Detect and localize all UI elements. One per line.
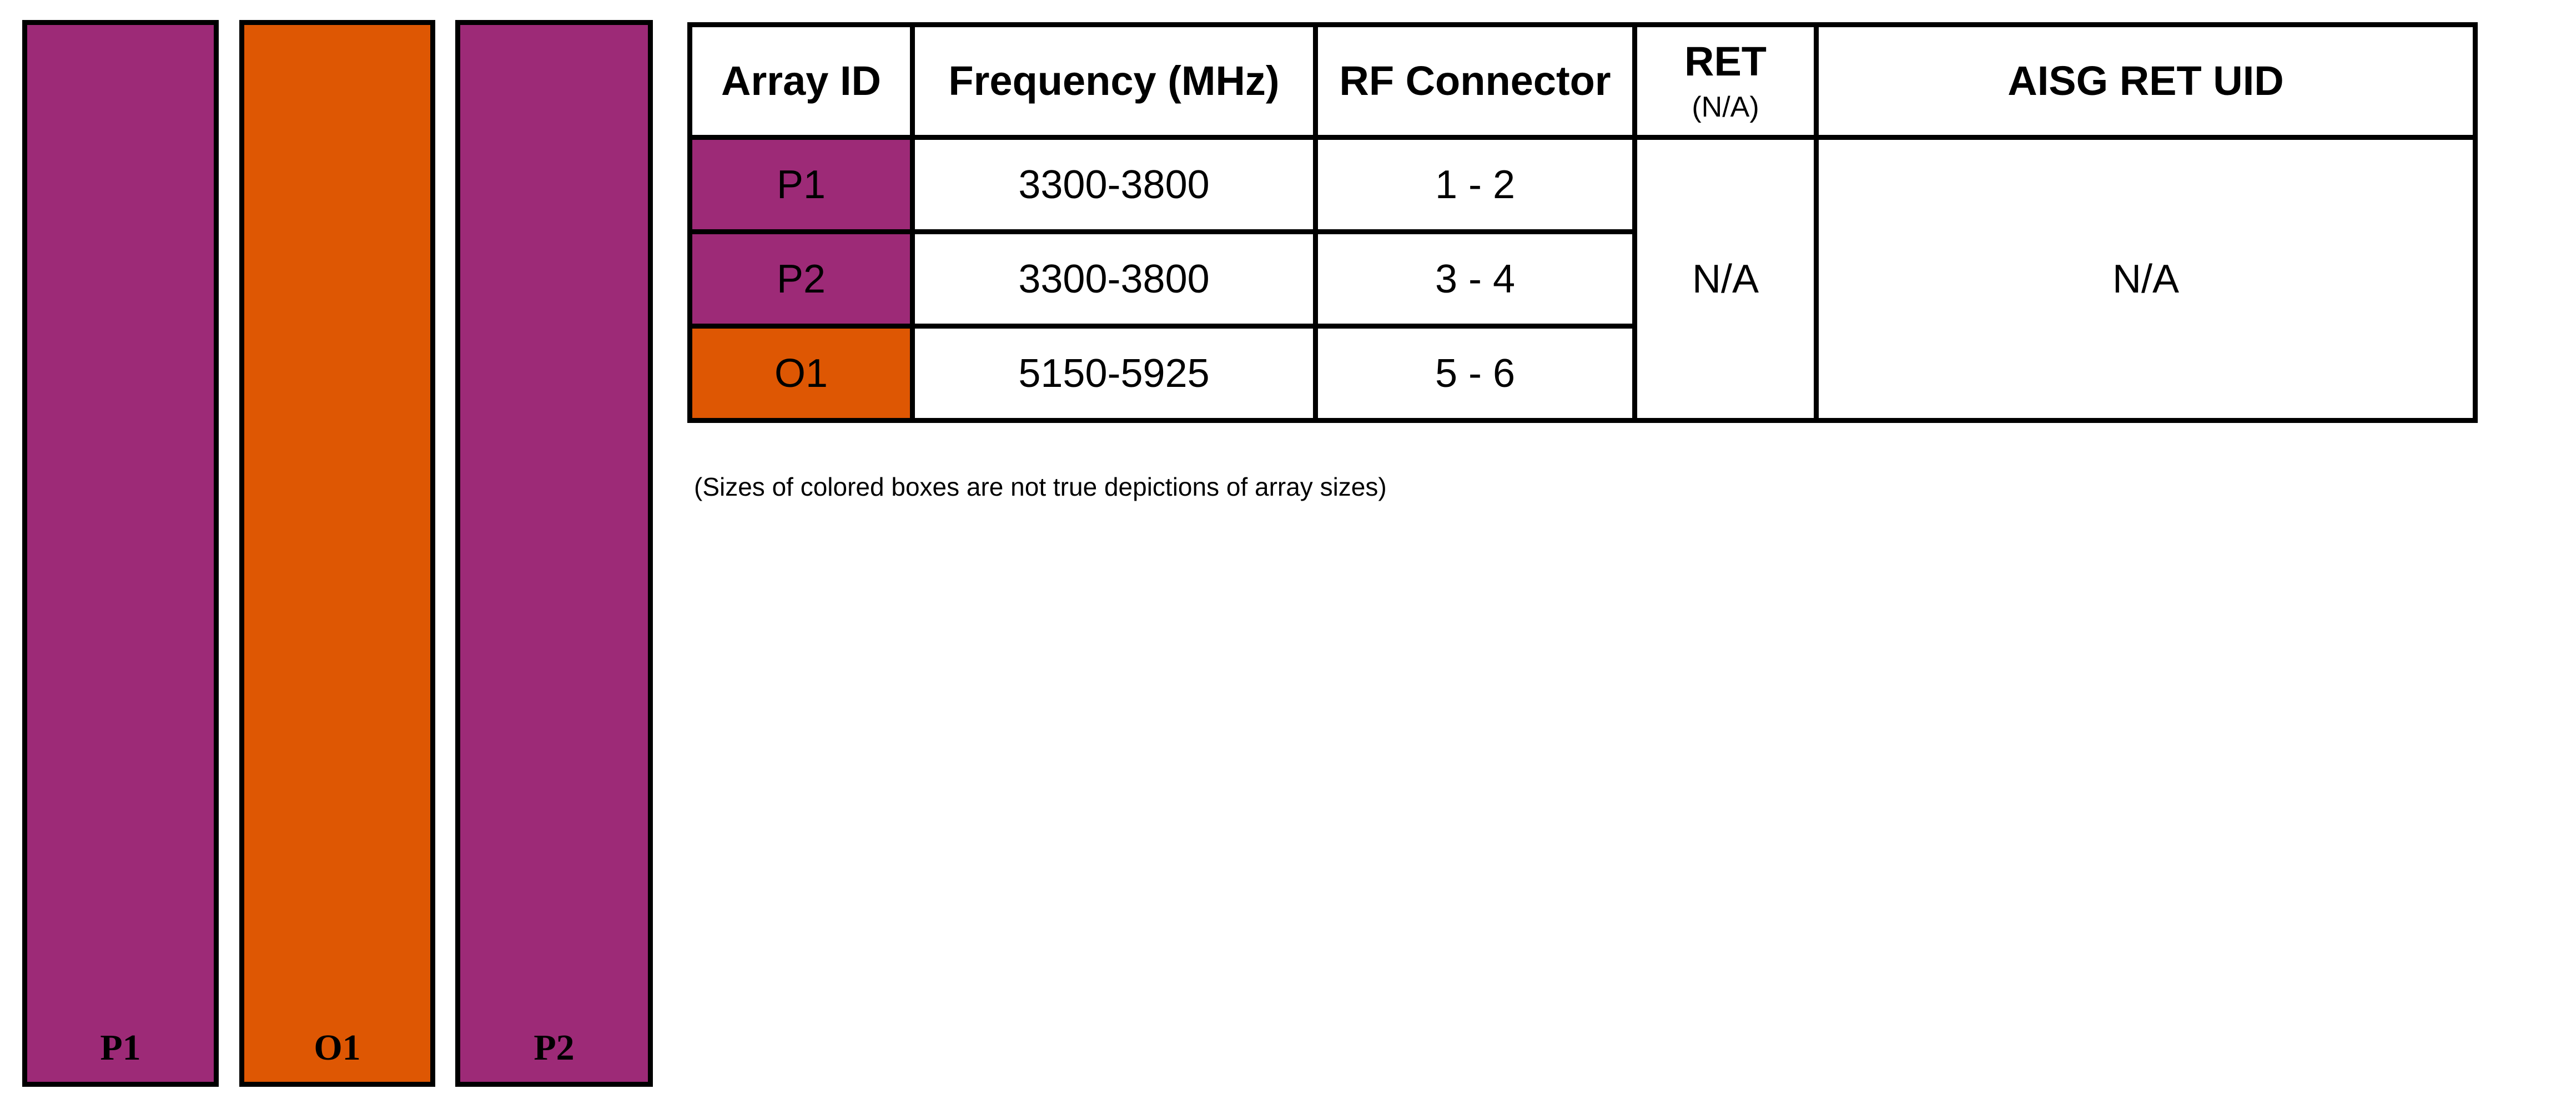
array-box-p1: P1: [22, 20, 219, 1087]
cell-frequency-o1: 5150-5925: [910, 324, 1318, 423]
cell-frequency-p2: 3300-3800: [910, 229, 1318, 329]
cell-ret-merged: N/A: [1632, 135, 1819, 423]
cell-array-id-p2: P2: [687, 229, 915, 329]
array-box-p2: P2: [455, 20, 653, 1087]
cell-aisg-ret-uid-merged: N/A: [1814, 135, 2478, 423]
cell-rf-connector-o1: 5 - 6: [1313, 324, 1637, 423]
header-ret: RET (N/A): [1632, 22, 1819, 140]
cell-rf-connector-p1: 1 - 2: [1313, 135, 1637, 234]
array-connector-table: Array ID Frequency (MHz) RF Connector RE…: [687, 22, 2478, 423]
table-row-p1: P1 3300-3800 1 - 2 N/A N/A: [687, 135, 2478, 423]
header-ret-subtext: (N/A): [1692, 91, 1759, 124]
cell-array-id-o1: O1: [687, 324, 915, 423]
table-header-row: Array ID Frequency (MHz) RF Connector RE…: [687, 22, 2478, 140]
table-row-p2: P2 3300-3800 3 - 4: [687, 229, 2476, 329]
table-row-o1: O1 5150-5925 5 - 6: [687, 324, 2476, 423]
header-rf-connector: RF Connector: [1313, 22, 1637, 140]
header-ret-title: RET: [1684, 38, 1767, 84]
array-box-o1: O1: [239, 20, 435, 1087]
size-disclaimer-caption: (Sizes of colored boxes are not true dep…: [694, 472, 1387, 501]
cell-rf-connector-p2: 3 - 4: [1313, 229, 1637, 329]
array-box-label-p1: P1: [100, 1027, 141, 1068]
array-box-label-o1: O1: [314, 1027, 361, 1068]
header-array-id: Array ID: [687, 22, 915, 140]
cell-array-id-p1: P1: [687, 135, 915, 234]
header-frequency: Frequency (MHz): [910, 22, 1318, 140]
header-aisg-ret-uid: AISG RET UID: [1814, 22, 2478, 140]
array-box-label-p2: P2: [534, 1027, 575, 1068]
cell-frequency-p1: 3300-3800: [910, 135, 1318, 234]
